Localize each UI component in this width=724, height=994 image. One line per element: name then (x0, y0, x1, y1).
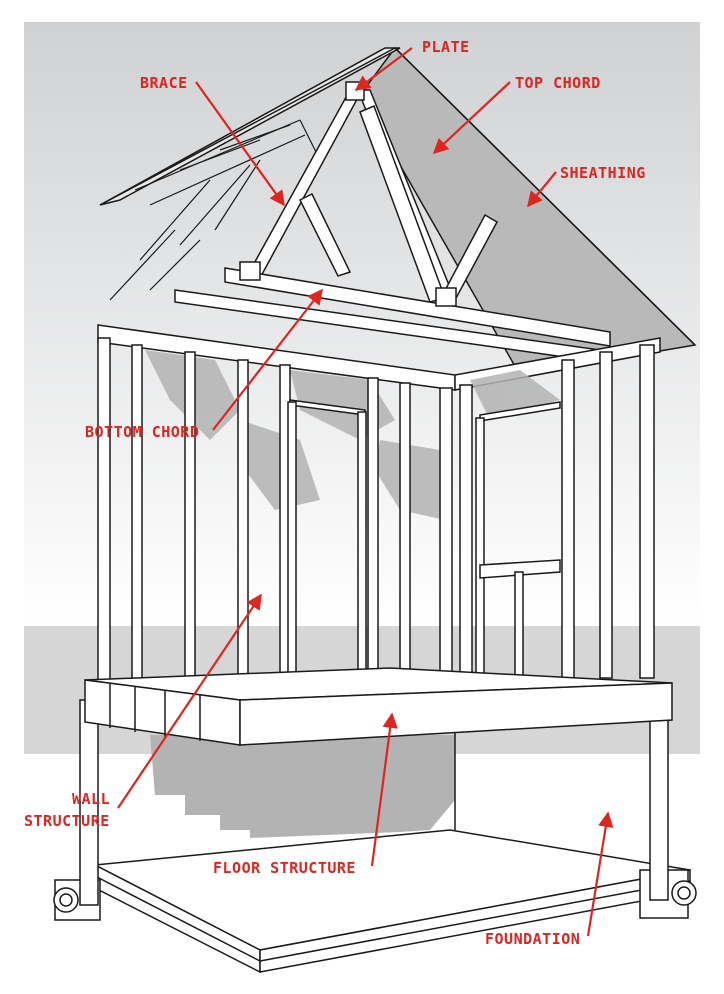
label-top-chord: TOP CHORD (515, 74, 601, 92)
label-floor-structure: FLOOR STRUCTURE (213, 859, 356, 877)
window-opening (475, 401, 561, 677)
floor-platform (84, 667, 673, 746)
top-chord-arrow (432, 81, 511, 155)
wall-structure-arrow (117, 593, 262, 809)
floor-structure-arrow (370, 712, 398, 867)
plate-arrow (354, 47, 413, 91)
rear-trusses (109, 119, 321, 301)
label-bottom-chord: BOTTOM CHORD (85, 423, 200, 441)
label-wall-line1: WALL (72, 790, 111, 808)
foundation-slab (92, 829, 691, 974)
label-arrows (117, 47, 614, 937)
ground-shadow (150, 735, 455, 838)
label-brace: BRACE (140, 74, 188, 92)
foundation-arrow (586, 811, 614, 937)
roof-sheathing (99, 46, 697, 376)
label-wall-line2: STRUCTURE (24, 812, 110, 830)
sheathing-arrow (527, 171, 557, 208)
brace-arrow (195, 81, 285, 207)
right-wall-studs (367, 344, 655, 679)
label-foundation: FOUNDATION (485, 930, 581, 948)
front-truss (174, 81, 611, 363)
bottom-chord-arrow (212, 288, 323, 431)
support-posts (79, 699, 669, 906)
label-plate: PLATE (422, 38, 470, 56)
label-sheathing: SHEATHING (560, 164, 646, 182)
